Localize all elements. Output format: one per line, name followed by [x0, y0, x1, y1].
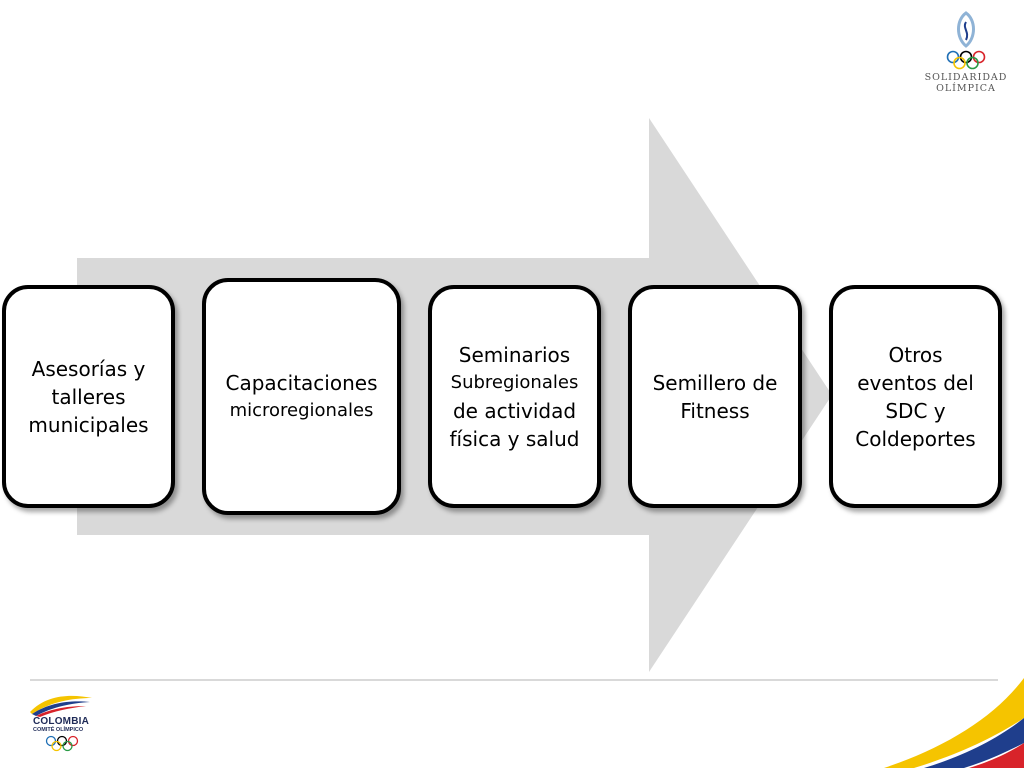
logo-text-colombia: COLOMBIA [33, 716, 90, 727]
colombia-comite-olimpico-logo: COLOMBIA COMITÉ OLÍMPICO [22, 690, 102, 760]
step-3-line-2: Subregionales [450, 371, 579, 393]
step-1-line-2: talleres [51, 384, 126, 409]
flame-rings-icon [946, 11, 986, 70]
step-box-semillero: Semillero de Fitness [628, 285, 802, 508]
step-box-otros-eventos: Otros eventos del SDC y Coldeportes [829, 285, 1002, 508]
step-box-capacitaciones: Capacitaciones microregionales [202, 278, 401, 515]
flag-swoosh-icon [30, 695, 92, 717]
logo-caption-line-2: OLÍMPICA [936, 83, 996, 94]
step-5-line-2: eventos del [857, 370, 974, 395]
olympic-rings-icon [45, 735, 79, 752]
step-5-line-1: Otros [888, 342, 943, 367]
step-3-line-1: Seminarios [458, 342, 571, 367]
step-2-line-1: Capacitaciones [225, 370, 378, 395]
step-3-line-3: de actividad [452, 398, 577, 423]
step-4-line-1: Semillero de [652, 370, 778, 395]
logo-text-comite: COMITÉ OLÍMPICO [33, 727, 84, 733]
corner-ribbon-decoration [884, 678, 1024, 768]
step-1-line-1: Asesorías y [31, 356, 146, 381]
step-box-seminarios: Seminarios Subregionales de actividad fí… [428, 285, 601, 508]
logo-caption-line-1: SOLIDARIDAD [924, 72, 1008, 83]
footer-divider [30, 679, 998, 681]
step-box-asesorias: Asesorías y talleres municipales [2, 285, 175, 508]
step-2-line-2: microregionales [229, 399, 374, 421]
step-4-line-2: Fitness [680, 398, 750, 423]
step-1-line-3: municipales [28, 412, 149, 437]
solidaridad-olimpica-logo: SOLIDARIDAD OLÍMPICA [920, 10, 1012, 105]
step-5-line-4: Coldeportes [855, 426, 976, 451]
step-3-line-4: física y salud [449, 426, 580, 451]
step-5-line-3: SDC y [885, 398, 946, 423]
